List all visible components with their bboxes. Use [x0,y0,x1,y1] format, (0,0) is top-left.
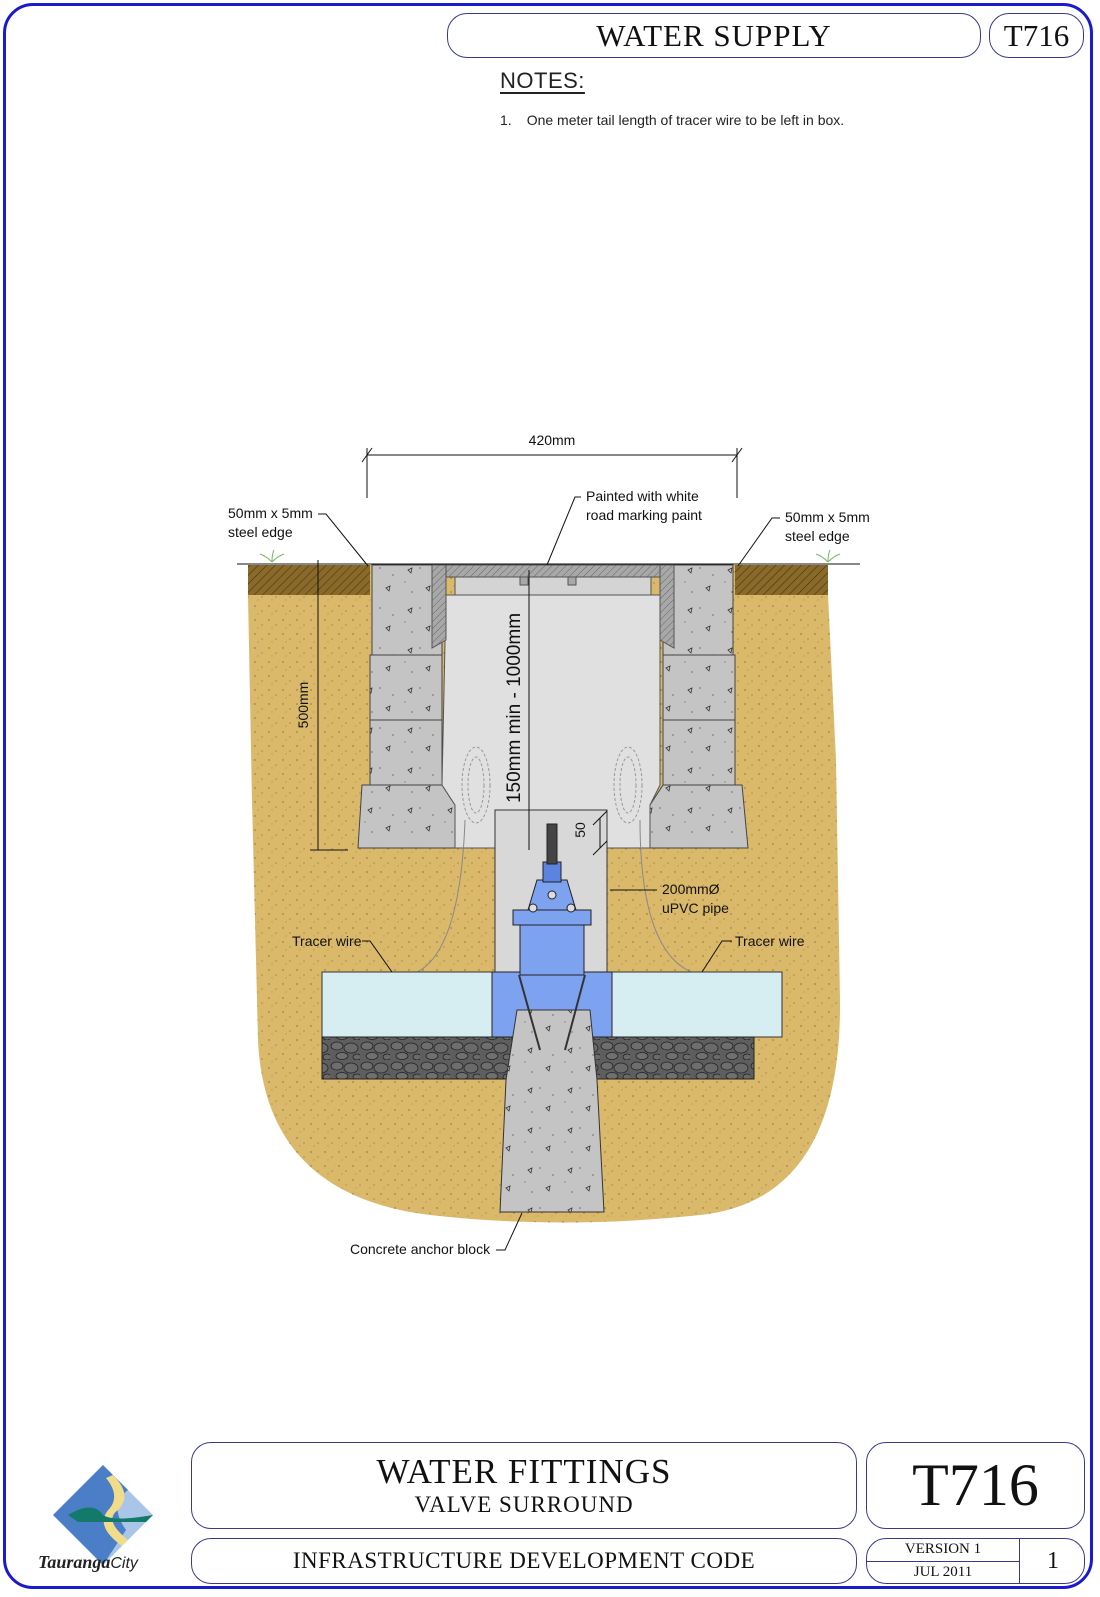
dimension-label-width: 420mm [529,432,576,448]
valve-box-frame-right [659,564,675,649]
water-main-right [611,971,783,1038]
drawing-title: WATER FITTINGS [376,1451,672,1491]
page-number: 1 [1047,1547,1059,1574]
dimension-50 [592,810,608,856]
dimension-label-cover: 150mm min - 1000mm [504,613,525,803]
concrete-surround-left [357,564,456,849]
version-label: VERSION 1 [867,1539,1019,1562]
note-number: 1. [500,112,512,128]
title-block: WATER FITTINGS VALVE SURROUND [191,1442,857,1529]
dimension-500mm [310,560,348,851]
concrete-anchor-block [499,1009,605,1213]
grass-icon [259,549,841,563]
label-steel-edge-left-1: 50mm x 5mm [228,505,313,521]
tracer-wire-coil-right [613,746,643,824]
label-tracer-wire-left: Tracer wire [292,933,362,949]
gravel-bedding-right [591,1036,755,1080]
dimension-label-depth: 500mm [295,682,311,729]
notes-title: NOTES: [500,68,585,93]
valve-box-lid [445,564,661,578]
label-riser-pipe-2: uPVC pipe [662,900,729,916]
tauranga-city-logo-icon [53,1465,153,1565]
label-steel-edge-left-2: steel edge [228,524,293,540]
dimension-420mm [361,447,743,498]
code-name: INFRASTRUCTURE DEVELOPMENT CODE [191,1538,857,1584]
water-main-left [321,971,493,1038]
label-steel-edge-right-1: 50mm x 5mm [785,509,870,525]
topsoil-right [735,565,828,595]
tracer-wire-coil-left [461,746,491,824]
drawing-sheet-border [3,3,1093,1589]
note-item: 1. One meter tail length of tracer wire … [500,112,844,128]
dimension-label-50: 50 [572,822,588,838]
gravel-bedding-left [321,1036,513,1080]
label-anchor-block: Concrete anchor block [350,1241,491,1257]
notes-block: NOTES: 1. One meter tail length of trace… [500,68,844,128]
version-date: JUL 2011 [913,1563,973,1580]
note-text: One meter tail length of tracer wire to … [526,112,845,128]
label-riser-pipe-1: 200mmØ [662,881,720,897]
section-title: WATER SUPPLY [447,13,981,58]
label-lid-paint-1: Painted with white [586,488,699,504]
valve-box-frame-left [431,564,447,649]
drawing-code-header: T716 [989,13,1084,58]
drawing-code-footer: T716 [866,1442,1085,1529]
drawing-subtitle: VALVE SURROUND [414,1491,634,1517]
label-tracer-wire-right: Tracer wire [735,933,805,949]
label-lid-paint-2: road marking paint [586,507,702,523]
topsoil-left [248,565,370,595]
logo-wordmark: TaurangaCity [38,1552,138,1572]
version-block: VERSION 1 JUL 2011 1 [866,1538,1085,1584]
label-steel-edge-right-2: steel edge [785,528,850,544]
